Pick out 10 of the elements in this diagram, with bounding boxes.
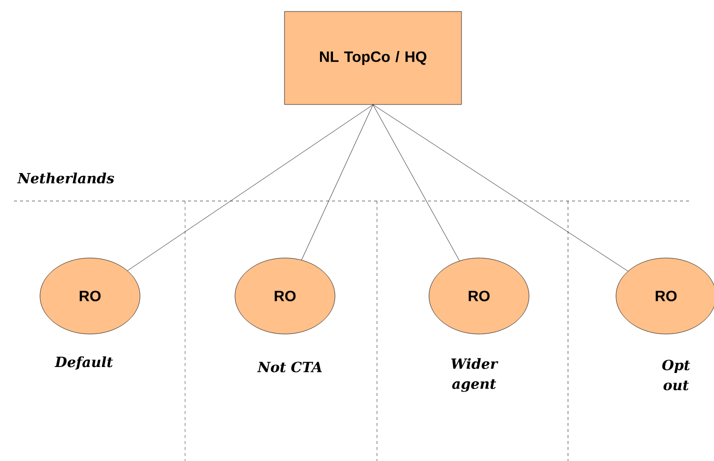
category-label: Wider agent	[451, 358, 498, 392]
category-label: Opt out	[662, 360, 690, 390]
category-label: Not CTA	[257, 362, 322, 372]
connector-line	[372, 104, 460, 261]
connector-line	[127, 104, 374, 271]
category-label: Default	[54, 356, 113, 370]
entity-box: NL TopCo / HQ	[284, 11, 462, 105]
connector-line	[301, 104, 374, 260]
connector-line	[372, 104, 628, 272]
region-label: Netherlands	[17, 172, 114, 184]
